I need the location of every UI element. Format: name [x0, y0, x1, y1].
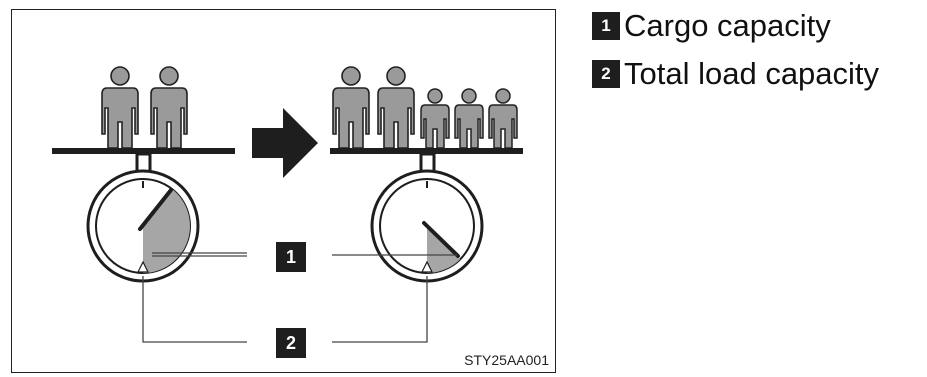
callout-2-leaders	[142, 276, 428, 343]
scale-dial-icon	[86, 169, 200, 283]
person-icon	[150, 66, 188, 149]
person-icon	[101, 66, 139, 149]
legend-label-cargo-capacity: Cargo capacity	[624, 8, 831, 43]
legend-badge-2: 2	[592, 60, 620, 88]
left-scale-stem	[135, 152, 152, 174]
figure-code: STY25AA001	[464, 352, 549, 368]
legend-item-total-load-capacity: 2 Total load capacity	[592, 56, 879, 92]
callout-badge-1: 1	[276, 242, 306, 272]
load-capacity-diagram: 1 2 STY25AA001	[11, 9, 556, 373]
person-icon	[332, 66, 370, 149]
callout-badge-2: 2	[276, 328, 306, 358]
diagram-drawing	[52, 66, 523, 343]
scale-dial-icon	[370, 169, 484, 283]
right-scale-stem	[419, 152, 436, 174]
left-platform	[52, 148, 235, 154]
legend-item-cargo-capacity: 1 Cargo capacity	[592, 8, 831, 44]
right-platform	[330, 148, 523, 154]
right-arrow-icon	[252, 108, 318, 178]
child-icon	[454, 88, 484, 149]
legend-label-total-load-capacity: Total load capacity	[624, 56, 880, 91]
callout-1-leaders	[152, 252, 457, 257]
legend-badge-1: 1	[592, 12, 620, 40]
person-icon	[377, 66, 415, 149]
child-icon	[420, 88, 450, 149]
child-icon	[488, 88, 518, 149]
